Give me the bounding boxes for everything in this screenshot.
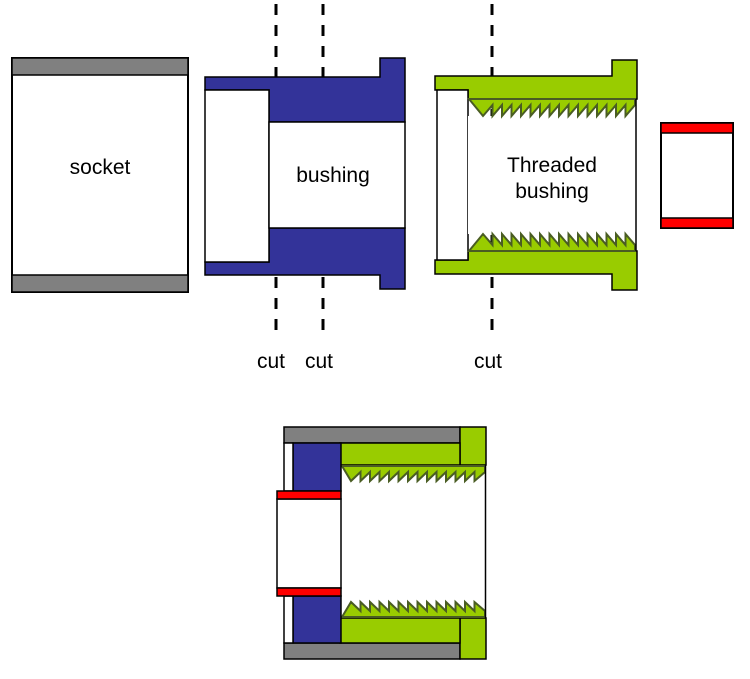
socket-label: socket <box>70 156 131 179</box>
threaded-bushing-label-line2: bushing <box>515 180 589 203</box>
cap-part <box>660 122 734 229</box>
assembly-center-bore <box>342 481 485 602</box>
cut-label-3: cut <box>474 350 502 373</box>
socket-bottom-wall <box>11 274 189 293</box>
assembly-bushing-bottom <box>292 595 342 644</box>
threaded-bushing-left-bore <box>436 89 469 261</box>
assembly-green-flange-top <box>459 426 487 466</box>
bushing-center-bore <box>268 121 406 229</box>
threaded-bushing-part <box>434 59 638 291</box>
assembly-socket-bottom-wall <box>283 642 461 660</box>
cap-bottom-seal <box>660 217 734 229</box>
assembly-socket-wall-left-bottom <box>283 595 294 644</box>
socket-top-wall <box>11 57 189 76</box>
socket-part <box>11 57 189 293</box>
cut-label-1: cut <box>257 350 285 373</box>
assembly-cap-body <box>276 498 342 589</box>
assembly-top-threads <box>340 465 486 484</box>
cut-label-2: cut <box>305 350 333 373</box>
assembly-socket-top-wall <box>283 426 461 444</box>
threaded-bushing-top-threads <box>466 98 636 119</box>
cap-body <box>660 122 734 229</box>
bushing-part <box>204 57 406 290</box>
assembly-bushing-top <box>292 442 342 492</box>
assembly-cap-bottom-seal <box>276 587 342 597</box>
assembly-socket-wall-left-top <box>283 442 294 492</box>
threaded-bushing-center-bore <box>468 116 636 234</box>
bushing-left-bore <box>204 89 270 263</box>
threaded-bushing-label-line1: Threaded <box>507 154 597 177</box>
assembly-bottom-threads <box>340 599 486 618</box>
cap-top-seal <box>660 122 734 134</box>
socket-body <box>11 57 189 293</box>
threaded-bushing-bottom-threads <box>466 231 636 252</box>
assembly-cap-top-seal <box>276 490 342 500</box>
assembly-green-band-top <box>339 442 461 466</box>
bushing-label: bushing <box>296 164 370 187</box>
assembly-green-band-bottom <box>339 617 461 644</box>
assembly-view <box>276 426 487 660</box>
assembly-green-flange-bottom <box>459 617 487 660</box>
